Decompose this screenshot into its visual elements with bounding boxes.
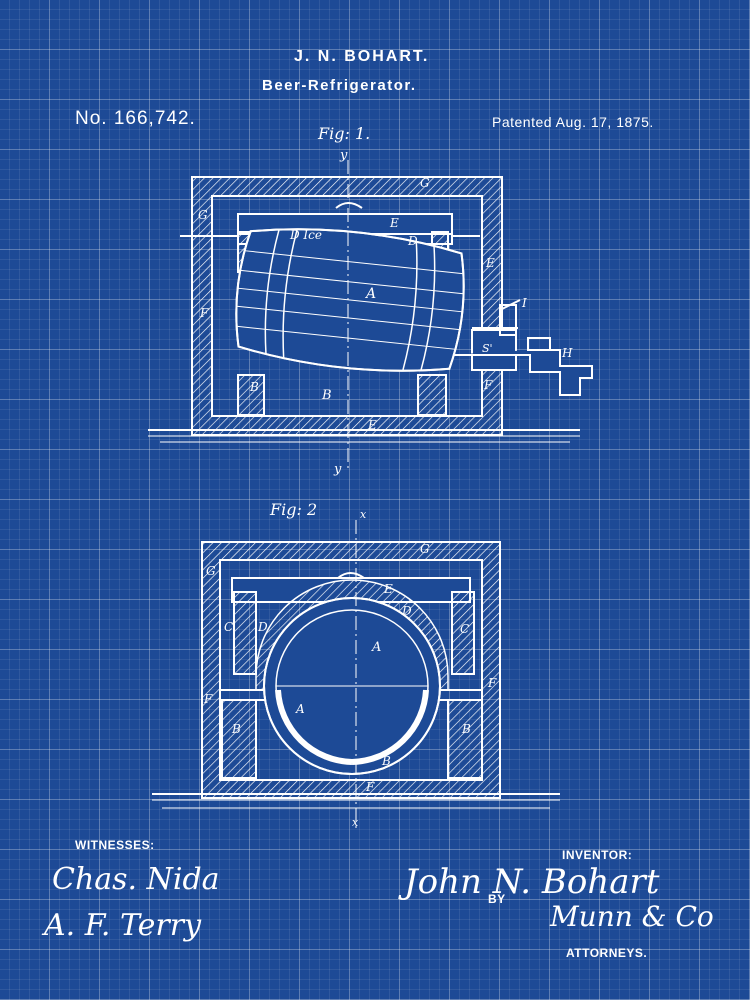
fig1-callout-d-right: D [408,234,418,248]
attorney-signature: Munn & Co [550,900,714,933]
patent-date: Patented Aug. 17, 1875. [492,114,654,130]
fig2-callout-a-center: A [372,640,382,655]
fig2-callout-d-left: D [258,620,268,634]
fig1-callout-f-left: F [200,306,209,320]
fig2-callout-c-left: C [224,620,234,634]
figure-1-section [148,176,593,443]
fig1-support-left [237,374,265,416]
fig2-callout-e-top: E [384,582,393,596]
attorneys-label: ATTORNEYS. [566,946,648,960]
fig1-callout-f-right: F [484,378,493,392]
figure-1-label: Fig: 1. [318,124,371,143]
fig1-callout-e-bottom: E [368,418,377,432]
fig2-callout-g-top: G [420,542,430,556]
witness-2-signature: A. F. Terry [44,908,202,943]
fig2-section-marker-bottom: x [352,816,359,829]
inventor-label: INVENTOR: [562,848,633,862]
fig1-support-right [417,374,447,416]
fig2-callout-b-center: B [382,754,391,768]
fig1-callout-e-top: E [390,216,399,230]
fig2-callout-a-left: A [296,702,305,716]
inventor-signature: John N. Bohart [404,862,660,902]
fig1-callout-e-right: E [486,256,495,270]
fig2-column-left [233,591,257,675]
fig2-callout-f-bottom: F [366,780,375,794]
fig1-callout-ice: D Ice [290,228,322,242]
fig2-column-right [451,591,475,675]
fig2-barrel-outer [263,597,441,775]
fig1-callout-i: I [522,296,527,310]
by-label: BY [488,892,506,906]
fig2-outer-wall [201,541,501,799]
patent-number: No. 166,742. [75,108,196,129]
fig1-outer-wall [191,176,503,436]
fig2-section-marker-top: x [360,508,367,521]
fig2-callout-b-right: B [462,722,471,736]
fig1-callout-a: A [366,286,377,302]
fig1-callout-h: H [562,346,573,360]
fig2-callout-f-right: F [488,676,497,690]
fig2-callout-c-right: C [460,622,470,636]
fig2-callout-g-left: G [206,564,216,578]
patent-inventor-name: J. N. BOHART. [294,48,430,65]
fig1-callout-b-left: B [250,380,259,394]
fig1-section-marker-top: y [340,148,348,163]
witnesses-label: WITNESSES: [75,838,155,852]
figure-2-label: Fig: 2 [270,500,318,519]
fig2-callout-b-left: B [232,722,241,736]
fig2-callout-f-left: F [204,692,213,706]
fig1-barrel [235,228,465,372]
fig1-callout-s: S' [482,342,493,355]
fig1-callout-g-left: G [198,208,208,222]
fig2-callout-d-right: D [402,604,412,618]
fig1-callout-g-top: G [420,176,430,190]
patent-title: Beer-Refrigerator. [262,77,417,94]
witness-1-signature: Chas. Nida [52,862,220,897]
fig1-section-marker-bottom: y [334,462,342,477]
fig1-callout-b-center: B [322,388,332,403]
